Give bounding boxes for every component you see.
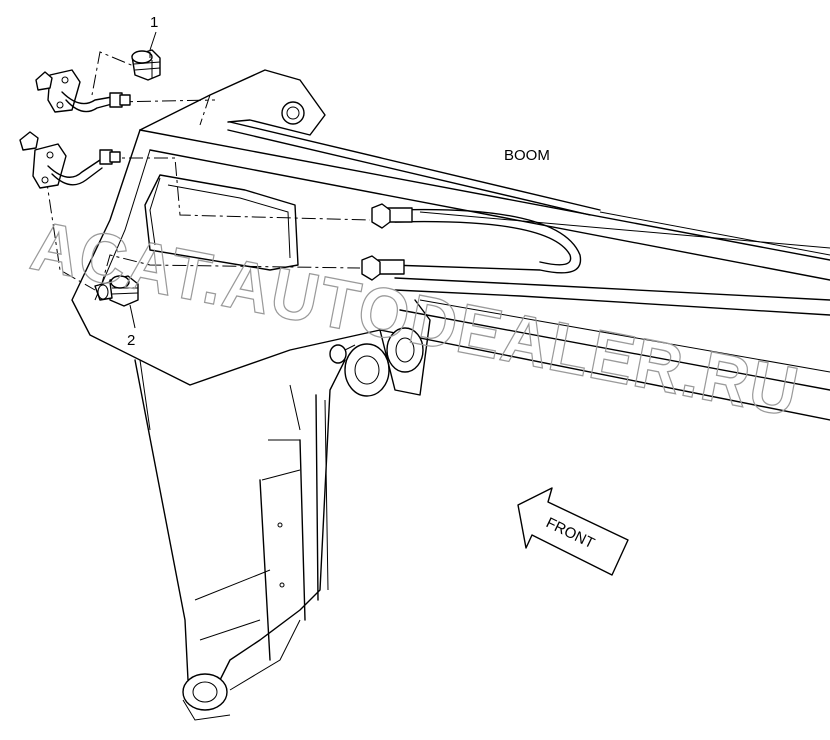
upper-flange-tube bbox=[35, 69, 131, 113]
exploded-leader-lines bbox=[41, 51, 371, 291]
hydraulic-hoses bbox=[361, 203, 830, 316]
cylinder-pin-bracket bbox=[329, 299, 431, 397]
boom-foot-casting bbox=[71, 69, 381, 721]
part-2-union bbox=[94, 275, 139, 307]
callout-2-leader bbox=[129, 304, 136, 329]
boom-label: BOOM bbox=[504, 147, 550, 164]
callout-1-label: 1 bbox=[150, 14, 158, 31]
callout-2-label: 2 bbox=[127, 332, 135, 349]
callout-1-leader bbox=[149, 31, 157, 51]
part-1-cap bbox=[131, 49, 161, 81]
lower-flange-tube bbox=[19, 131, 121, 189]
front-arrow bbox=[517, 487, 629, 576]
